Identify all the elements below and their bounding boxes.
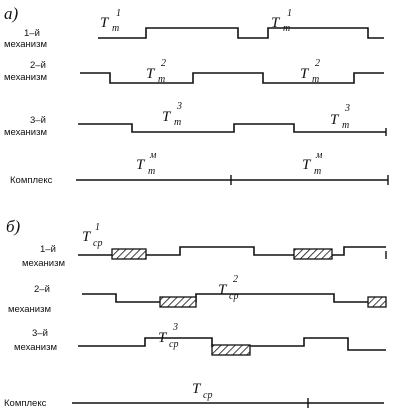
svg-text:T: T bbox=[146, 66, 156, 82]
svg-text:т: т bbox=[158, 74, 165, 85]
row-a1-symbol-2: T т 1 bbox=[271, 8, 292, 34]
svg-text:T: T bbox=[100, 15, 110, 31]
row-b4-label: Комплекс bbox=[4, 398, 47, 409]
row-b2-hatched-block-2 bbox=[367, 296, 387, 308]
row-a1-label-line2: механизм bbox=[4, 39, 47, 50]
part-a-marker: а) bbox=[4, 4, 19, 23]
svg-text:2: 2 bbox=[315, 58, 320, 69]
row-a1-symbol-1: T т 1 bbox=[100, 8, 121, 34]
row-a2-symbol-2: T т 2 bbox=[300, 58, 320, 85]
row-a4-symbol-2: T т м bbox=[302, 150, 323, 177]
row-a2-symbol-1: T т 2 bbox=[146, 58, 166, 85]
row-a3-label-line1: 3–й bbox=[30, 115, 46, 126]
svg-text:т: т bbox=[148, 166, 155, 177]
row-b3-label-line2: механизм bbox=[14, 342, 57, 353]
row-a3-waveform bbox=[78, 123, 386, 133]
svg-text:T: T bbox=[136, 157, 146, 173]
row-a2-waveform bbox=[80, 72, 384, 84]
row-a3-label-line2: механизм bbox=[4, 127, 47, 138]
svg-text:1: 1 bbox=[95, 222, 100, 233]
svg-text:ср: ср bbox=[203, 390, 212, 401]
row-a3-symbol-2: T т 3 bbox=[330, 103, 350, 131]
row-b1-waveform bbox=[78, 246, 386, 256]
svg-text:T: T bbox=[271, 15, 281, 31]
row-b3-symbol-1: T ср 3 bbox=[158, 322, 178, 350]
svg-text:2: 2 bbox=[233, 274, 238, 285]
row-b2-symbol-1: T ср 2 bbox=[218, 274, 238, 302]
row-a3-symbol-1: T т 3 bbox=[162, 101, 182, 128]
svg-text:T: T bbox=[162, 109, 172, 125]
svg-text:м: м bbox=[149, 150, 157, 161]
row-a1-waveform bbox=[98, 27, 384, 39]
svg-text:3: 3 bbox=[344, 103, 350, 114]
row-a2-label-line1: 2–й bbox=[30, 60, 46, 71]
svg-text:T: T bbox=[82, 229, 92, 245]
row-b1-symbol-1: T ср 1 bbox=[82, 222, 102, 249]
svg-text:1: 1 bbox=[287, 8, 292, 19]
row-b3-waveform bbox=[78, 337, 386, 351]
row-b4-symbol-1: T ср bbox=[192, 381, 212, 401]
svg-text:T: T bbox=[300, 66, 310, 82]
row-b1-label-line2: механизм bbox=[22, 258, 65, 269]
svg-text:т: т bbox=[283, 23, 290, 34]
svg-text:1: 1 bbox=[116, 8, 121, 19]
svg-text:ср: ср bbox=[93, 238, 102, 249]
svg-text:3: 3 bbox=[172, 322, 178, 333]
row-b3-hatched-block-1 bbox=[211, 344, 251, 356]
row-b2-hatched-block-1 bbox=[159, 296, 197, 308]
row-a4-label: Комплекс bbox=[10, 175, 53, 186]
svg-text:т: т bbox=[342, 120, 349, 131]
row-b1-hatched-block-1 bbox=[111, 248, 147, 260]
row-a2-label-line2: механизм bbox=[4, 72, 47, 83]
svg-text:т: т bbox=[314, 166, 321, 177]
svg-text:2: 2 bbox=[161, 58, 166, 69]
svg-text:т: т bbox=[112, 23, 119, 34]
svg-text:T: T bbox=[218, 282, 228, 298]
svg-text:T: T bbox=[158, 330, 168, 346]
svg-text:T: T bbox=[192, 381, 202, 397]
svg-text:т: т bbox=[312, 74, 319, 85]
row-a1-label-line1: 1–й bbox=[24, 28, 40, 39]
row-a4-symbol-1: T т м bbox=[136, 150, 157, 177]
row-b3-label-line1: 3–й bbox=[32, 328, 48, 339]
row-b1-hatched-block-2 bbox=[293, 248, 333, 260]
row-b1-label-line1: 1–й bbox=[40, 244, 56, 255]
row-b2-label-line2: механизм bbox=[8, 304, 51, 315]
svg-text:т: т bbox=[174, 117, 181, 128]
svg-text:м: м bbox=[315, 150, 323, 161]
svg-text:T: T bbox=[302, 157, 312, 173]
row-b2-label-line1: 2–й bbox=[34, 284, 50, 295]
svg-text:3: 3 bbox=[176, 101, 182, 112]
svg-text:ср: ср bbox=[229, 291, 238, 302]
svg-text:ср: ср bbox=[169, 339, 178, 350]
svg-text:T: T bbox=[330, 112, 340, 128]
part-b-marker: б) bbox=[6, 217, 21, 236]
